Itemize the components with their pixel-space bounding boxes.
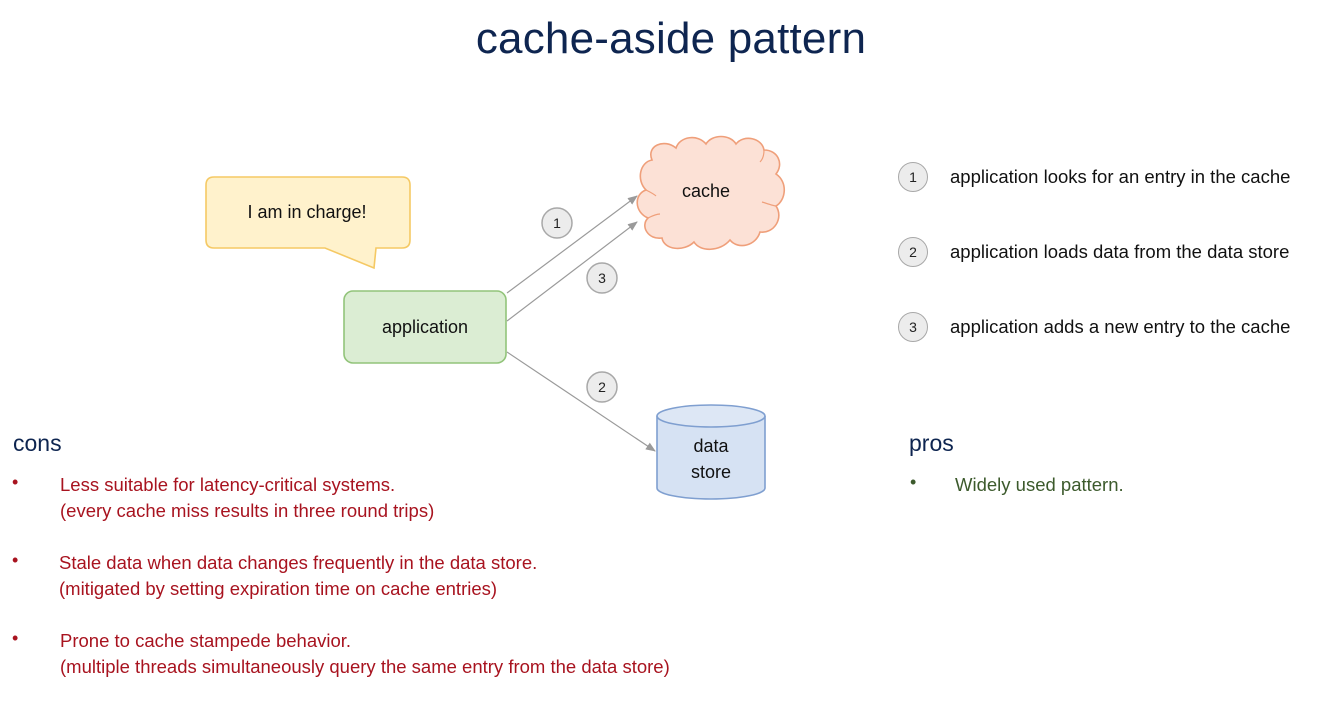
- application-label: application: [382, 317, 468, 337]
- data-store-node[interactable]: data store: [656, 404, 766, 500]
- step-badge-3-text: 3: [598, 270, 606, 286]
- legend-badge-1: 1: [898, 162, 928, 192]
- pros-list: • Widely used pattern.: [898, 472, 1298, 498]
- step-badge-2-text: 2: [598, 379, 606, 395]
- data-store-label-line1: data: [693, 436, 729, 456]
- cache-label: cache: [682, 181, 730, 201]
- cons-item-3-line1: Prone to cache stampede behavior.: [60, 630, 352, 651]
- legend-text-3: application adds a new entry to the cach…: [950, 316, 1291, 337]
- legend-badge-2: 2: [898, 237, 928, 267]
- cons-item: • Prone to cache stampede behavior. (mul…: [0, 628, 760, 680]
- arrow-3-app-to-cache: [506, 221, 638, 322]
- cons-item-1-line1: Less suitable for latency-critical syste…: [60, 474, 396, 495]
- bullet-icon: •: [12, 628, 19, 648]
- cons-item: • Stale data when data changes frequentl…: [0, 550, 760, 602]
- step-badge-2: 2: [586, 371, 618, 403]
- bullet-icon: •: [12, 472, 19, 492]
- cons-item-3-line2: (multiple threads simultaneously query t…: [60, 656, 670, 677]
- cache-node[interactable]: cache: [636, 135, 786, 251]
- step-badge-1-text: 1: [553, 215, 561, 231]
- page-title: cache-aside pattern: [475, 14, 867, 63]
- pros-heading: pros: [909, 430, 954, 456]
- legend-text-1: application looks for an entry in the ca…: [950, 166, 1291, 187]
- arrow-1-app-to-cache: [506, 195, 638, 294]
- legend-text-2: application loads data from the data sto…: [950, 241, 1290, 262]
- data-store-top: [656, 404, 766, 428]
- legend-item-1: 1 application looks for an entry in the …: [898, 160, 1290, 194]
- speech-bubble: I am in charge!: [205, 176, 411, 270]
- cons-item-2-line1: Stale data when data changes frequently …: [59, 552, 538, 573]
- bullet-icon: •: [910, 472, 917, 492]
- speech-bubble-shape: [205, 176, 411, 270]
- data-store-body[interactable]: [656, 416, 766, 500]
- cons-item-2-line2: (mitigated by setting expiration time on…: [59, 578, 498, 599]
- speech-bubble-text: I am in charge!: [247, 202, 366, 222]
- arrow-2-app-to-data-store: [506, 351, 656, 452]
- step-badge-1: 1: [541, 207, 573, 239]
- application-box[interactable]: [343, 290, 507, 364]
- pros-item-1-line1: Widely used pattern.: [955, 474, 1124, 495]
- cons-item-1-line2: (every cache miss results in three round…: [60, 500, 435, 521]
- step-badge-3: 3: [586, 262, 618, 294]
- cons-heading: cons: [13, 430, 62, 456]
- application-node[interactable]: application: [343, 290, 507, 364]
- legend-item-3: 3 application adds a new entry to the ca…: [898, 310, 1290, 344]
- data-store-label-line2: store: [691, 462, 731, 482]
- pros-item: • Widely used pattern.: [898, 472, 1298, 498]
- bullet-icon: •: [12, 550, 19, 570]
- legend-item-2: 2 application loads data from the data s…: [898, 235, 1289, 269]
- cons-list: • Less suitable for latency-critical sys…: [0, 472, 760, 680]
- cache-cloud-shape[interactable]: [636, 135, 786, 251]
- legend-badge-3: 3: [898, 312, 928, 342]
- cons-item: • Less suitable for latency-critical sys…: [0, 472, 760, 524]
